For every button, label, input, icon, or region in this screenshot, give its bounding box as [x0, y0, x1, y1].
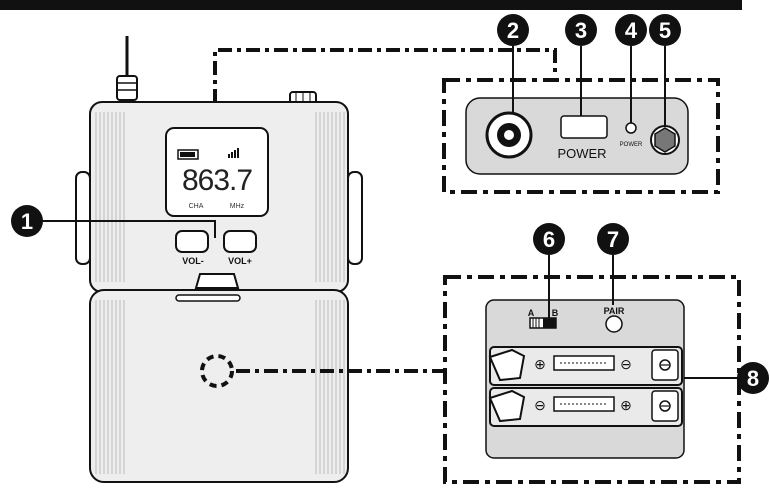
callout-4-number: 4 — [625, 18, 638, 43]
vol-minus-button[interactable] — [175, 230, 209, 253]
power-led-label: POWER — [620, 142, 643, 148]
compartment-marker — [200, 354, 234, 388]
callout-2-number: 2 — [507, 18, 519, 43]
callout-5: 5 — [649, 14, 681, 126]
antenna-base — [116, 75, 138, 101]
callout-7-number: 7 — [607, 227, 619, 252]
pair-label: PAIR — [604, 306, 625, 316]
belt-clip-left — [75, 171, 91, 265]
signal-icon — [228, 148, 239, 158]
switch-label-b: B — [552, 308, 559, 318]
callout-7: 7 — [597, 223, 629, 305]
callout-3-number: 3 — [575, 18, 587, 43]
callout-6-number: 6 — [543, 227, 555, 252]
callout-3: 3 — [565, 14, 597, 116]
leader-callout-1 — [40, 220, 216, 238]
callout-8-number: 8 — [747, 366, 759, 391]
bodypack-transmitter: 863.7 CHA MHz VOL- VOL+ — [75, 36, 363, 483]
callout-8: 8 — [737, 362, 769, 394]
lcd-frequency: 863.7 — [182, 164, 252, 197]
callout-2: 2 — [497, 14, 529, 113]
ab-switch-knob — [532, 318, 556, 328]
slot-bottom-plus: ⊕ — [620, 397, 632, 413]
vol-minus-label: VOL- — [182, 256, 204, 266]
battery-compartment-detail: A B PAIR ⊕ ⊖ ⊖ — [443, 275, 741, 484]
battery-slot-top: ⊕ ⊖ — [488, 346, 683, 386]
callout-4: 4 — [615, 14, 647, 123]
leader-top-panel — [213, 48, 557, 103]
callout-1-number: 1 — [21, 209, 33, 234]
slot-top-plus: ⊕ — [534, 356, 546, 372]
switch-label-a: A — [528, 308, 535, 318]
battery-icon — [177, 149, 199, 160]
callout-6: 6 — [533, 223, 565, 318]
grip-ribs — [95, 112, 345, 474]
vol-plus-label: VOL+ — [228, 256, 252, 266]
power-button-label: POWER — [557, 146, 606, 161]
slot-top-minus: ⊖ — [620, 356, 632, 372]
latch-slot — [175, 294, 241, 302]
power-button[interactable] — [560, 115, 608, 139]
power-led — [625, 122, 637, 134]
callout-1: 1 — [11, 205, 43, 237]
vol-plus-button[interactable] — [223, 230, 257, 253]
lower-body — [89, 289, 349, 483]
slot-bottom-minus: ⊖ — [534, 397, 546, 413]
top-bar — [0, 0, 742, 10]
lcd-channel-label: CHA — [189, 203, 204, 210]
callout-5-number: 5 — [659, 18, 671, 43]
pair-button[interactable] — [605, 315, 623, 333]
battery-latch — [194, 273, 240, 289]
lcd-unit-label: MHz — [230, 203, 245, 210]
battery-slot-bottom: ⊖ ⊕ — [488, 387, 683, 427]
belt-clip-right — [347, 171, 363, 265]
